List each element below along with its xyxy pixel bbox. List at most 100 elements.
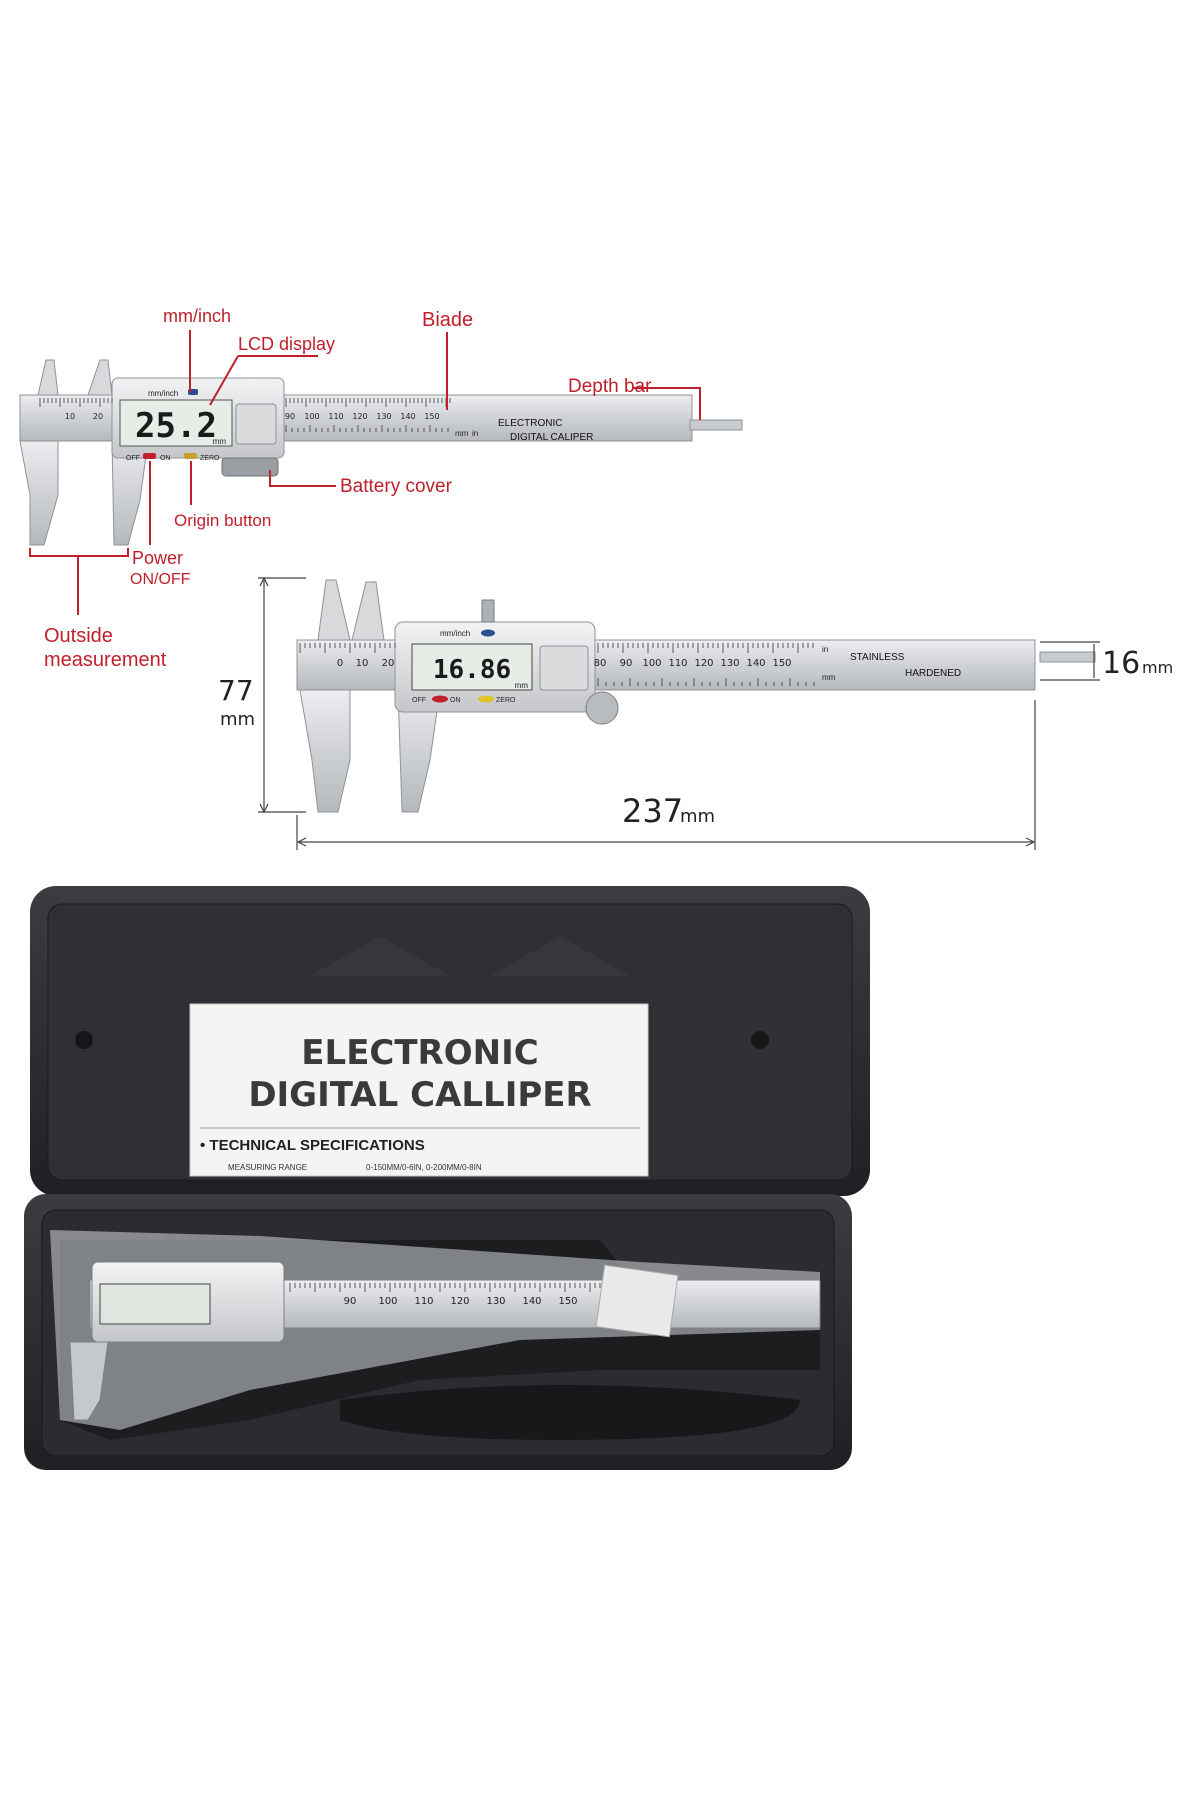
- scale-number: 20: [382, 658, 395, 669]
- scale-number: 110: [414, 1296, 433, 1307]
- off-label: OFF: [412, 697, 426, 704]
- scale-number: 80: [594, 658, 607, 669]
- dimension-lines: [258, 576, 1100, 850]
- battery-cover: [539, 645, 589, 691]
- packaged-lcd: [99, 1283, 211, 1325]
- battery-cover: [235, 403, 277, 445]
- label-lcd-display: LCD display: [238, 334, 335, 354]
- fixed-outside-jaw: [299, 689, 351, 813]
- label-origin-button: Origin button: [174, 511, 271, 530]
- scale-number: 20: [93, 412, 103, 421]
- scale-number: 90: [285, 412, 295, 421]
- label-depth-bar: Depth bar: [568, 376, 652, 397]
- power-button[interactable]: [432, 695, 448, 703]
- packaged-jaw: [69, 1341, 109, 1421]
- device-label-line2: HARDENED: [905, 668, 961, 679]
- lid-pin-hole: [751, 1031, 769, 1049]
- lid-relief: [490, 936, 630, 976]
- lcd-unit: mm: [515, 681, 529, 690]
- label-power: Power: [132, 548, 183, 568]
- label-power-sub: ON/OFF: [130, 571, 191, 588]
- length-value: 237: [622, 792, 683, 830]
- scale-number: 150: [772, 658, 791, 669]
- carrying-case-photo: ELECTRONIC DIGITAL CALLIPER • TECHNICAL …: [24, 886, 870, 1470]
- depth-bar: [689, 419, 743, 431]
- height-unit: mm: [220, 709, 255, 730]
- card-section: • TECHNICAL SPECIFICATIONS: [200, 1137, 425, 1154]
- on-label: ON: [160, 455, 171, 462]
- card-spec-label: MEASURING RANGE: [228, 1163, 307, 1172]
- lcd-reading: 25.2: [135, 406, 217, 446]
- scale-number: 150: [424, 412, 439, 421]
- scale-number: 0: [337, 658, 343, 669]
- main-scale: [39, 398, 451, 432]
- main-scale: [299, 643, 815, 686]
- manual-card: [189, 1003, 649, 1177]
- length-unit: mm: [680, 806, 715, 827]
- lid-pin-hole: [75, 1031, 93, 1049]
- origin-button[interactable]: [184, 453, 197, 459]
- thumb-wheel: [221, 457, 279, 477]
- label-blade: Biade: [422, 309, 473, 331]
- scale-number: 100: [304, 412, 319, 421]
- origin-button[interactable]: [478, 695, 494, 703]
- moving-inside-jaw: [87, 359, 113, 396]
- unit-button-label: mm/inch: [148, 389, 178, 398]
- foam-groove: [340, 1385, 800, 1440]
- device-title-line2: DIGITAL CALIPER: [510, 432, 593, 443]
- label-outside-sub: measurement: [44, 649, 167, 671]
- scale-number: 140: [522, 1296, 541, 1307]
- device-label-line1: STAINLESS: [850, 652, 905, 663]
- lcd-screen: [411, 643, 533, 691]
- fixed-inside-jaw: [317, 579, 351, 641]
- scale-number: 110: [328, 412, 343, 421]
- unit-button[interactable]: [481, 629, 495, 637]
- lcd-unit: mm: [213, 437, 227, 446]
- lid-relief: [310, 936, 450, 976]
- label-outside: Outside: [44, 625, 113, 647]
- lcd-screen: [119, 399, 233, 447]
- card-spec-value: 0-150MM/0-6IN, 0-200MM/0-8IN: [366, 1163, 482, 1172]
- scale-number: 150: [558, 1296, 577, 1307]
- label-battery-cover: Battery cover: [340, 476, 453, 497]
- unit-mm-label: mm: [822, 673, 836, 682]
- thumb-wheel: [585, 691, 619, 725]
- scale-number: 90: [344, 1296, 357, 1307]
- zero-label: ZERO: [200, 455, 220, 462]
- fixed-outside-jaw: [19, 440, 59, 546]
- unit-button-label: mm/inch: [440, 629, 470, 638]
- scale-number: 100: [378, 1296, 397, 1307]
- zero-label: ZERO: [496, 697, 516, 704]
- power-button[interactable]: [143, 453, 156, 459]
- packaged-scale: [289, 1283, 601, 1292]
- desiccant-packet: [595, 1264, 679, 1338]
- scale-number: 10: [65, 412, 75, 421]
- lock-screw: [481, 599, 495, 623]
- lcd-reading: 16.86: [433, 655, 511, 685]
- scale-number: 130: [376, 412, 391, 421]
- scale-number: 120: [694, 658, 713, 669]
- label-mm-inch: mm/inch: [163, 306, 231, 326]
- depth-value: 16: [1102, 646, 1140, 681]
- on-label: ON: [450, 697, 461, 704]
- callout-lines: [29, 330, 701, 615]
- scale-number: 10: [356, 658, 369, 669]
- fixed-inside-jaw: [37, 359, 59, 396]
- scale-number: 120: [352, 412, 367, 421]
- scale-number: 90: [620, 658, 633, 669]
- depth-bar: [1039, 651, 1096, 663]
- depth-unit: mm: [1142, 658, 1173, 677]
- scale-number: 130: [486, 1296, 505, 1307]
- unit-in-label: in: [822, 645, 828, 654]
- unit-in-label: in: [472, 429, 478, 438]
- scale-number: 140: [746, 658, 765, 669]
- scale-number: 100: [642, 658, 661, 669]
- dimension-diagram: 16.86 mm mm/inch OFF ON ZERO 0 10 20 80 90 10…: [218, 576, 1173, 850]
- height-value: 77: [218, 674, 254, 707]
- scale-number: 110: [668, 658, 687, 669]
- card-title-line1: ELECTRONIC: [301, 1033, 538, 1073]
